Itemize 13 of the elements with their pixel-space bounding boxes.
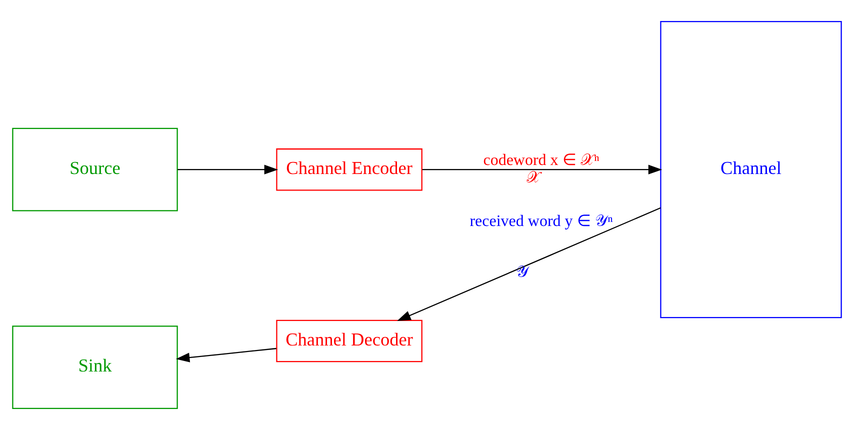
label: 𝒳 (526, 169, 541, 186)
label: 𝒴 (516, 264, 530, 281)
arrow (176, 348, 276, 362)
arrow (397, 207, 661, 321)
node-box: Channel Decoder (276, 320, 422, 362)
node-box: Source (12, 128, 178, 212)
edge-label: received word y ∈ 𝒴ⁿ (470, 212, 613, 230)
node-box: Sink (12, 326, 178, 409)
edge-label: codeword x ∈ 𝒳ⁿ (483, 152, 600, 170)
node-box: Channel Encoder (276, 148, 422, 191)
node-box: Channel (660, 21, 842, 318)
arrow (178, 164, 278, 174)
arrow (422, 164, 662, 174)
